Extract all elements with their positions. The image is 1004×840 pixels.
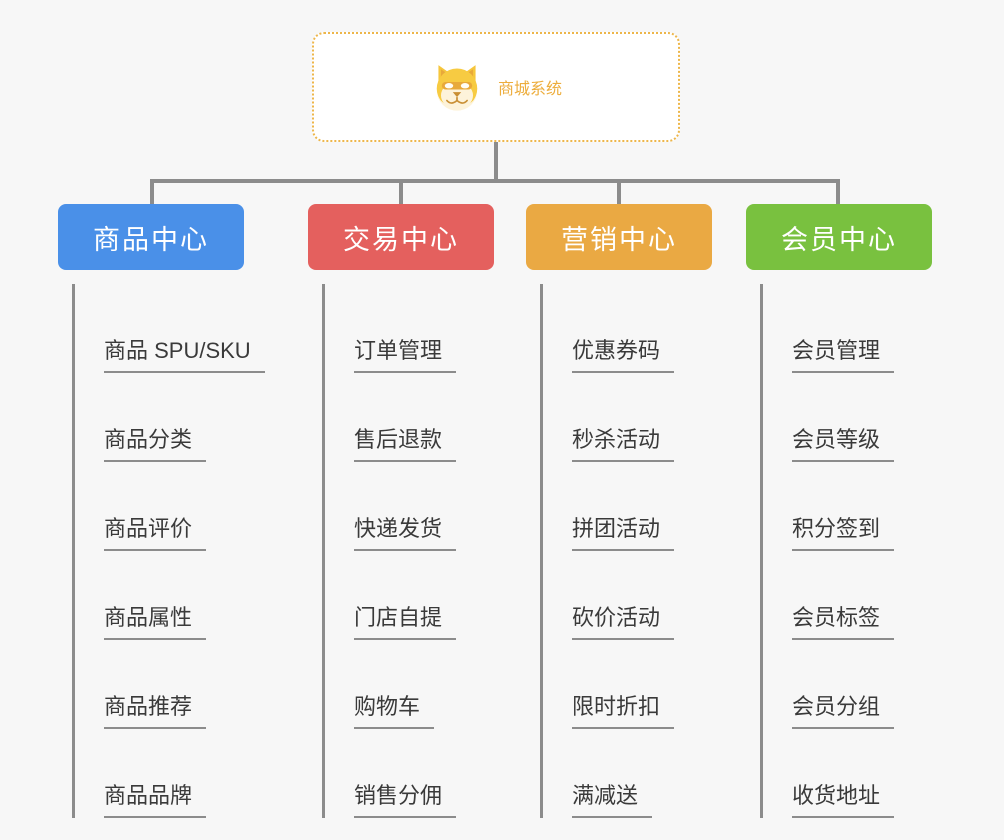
leaf-label: 会员分组 xyxy=(792,696,895,729)
list-item[interactable]: 商品品牌 xyxy=(72,729,244,818)
leaf-label: 购物车 xyxy=(354,696,435,729)
column-spine-3 xyxy=(760,284,763,818)
leaf-label: 会员管理 xyxy=(792,340,895,373)
category-label-3: 会员中心 xyxy=(781,224,897,255)
category-label-1: 交易中心 xyxy=(343,224,459,255)
leaf-list-2: 优惠券码 秒杀活动 拼团活动 砍价活动 限时折扣 满减送 xyxy=(526,284,712,818)
shiba-dog-icon xyxy=(436,65,478,111)
list-item[interactable]: 拼团活动 xyxy=(540,462,712,551)
category-header-0[interactable]: 商品中心 xyxy=(58,204,244,270)
connector-branch-1 xyxy=(399,179,403,206)
list-item[interactable]: 商品分类 xyxy=(72,373,244,462)
list-item[interactable]: 秒杀活动 xyxy=(540,373,712,462)
leaf-label: 收货地址 xyxy=(792,785,895,818)
column-spine-1 xyxy=(322,284,325,818)
leaf-label: 售后退款 xyxy=(354,429,457,462)
leaf-list-1: 订单管理 售后退款 快递发货 门店自提 购物车 销售分佣 xyxy=(308,284,494,818)
leaf-label: 订单管理 xyxy=(354,340,457,373)
category-label-2: 营销中心 xyxy=(561,224,677,255)
list-item[interactable]: 售后退款 xyxy=(322,373,494,462)
column-spine-2 xyxy=(540,284,543,818)
leaf-label: 积分签到 xyxy=(792,518,895,551)
connector-horizontal-bus xyxy=(150,179,840,183)
category-header-1[interactable]: 交易中心 xyxy=(308,204,494,270)
connector-root-stem xyxy=(494,142,498,182)
leaf-label: 销售分佣 xyxy=(354,785,457,818)
category-column-2: 营销中心 优惠券码 秒杀活动 拼团活动 砍价活动 限时折扣 满减送 xyxy=(526,204,712,818)
leaf-label: 商品属性 xyxy=(104,607,207,640)
list-item[interactable]: 购物车 xyxy=(322,640,494,729)
leaf-list-0: 商品 SPU/SKU 商品分类 商品评价 商品属性 商品推荐 商品品牌 xyxy=(58,284,265,818)
list-item[interactable]: 优惠券码 xyxy=(540,284,712,373)
list-item[interactable]: 满减送 xyxy=(540,729,712,818)
connector-branch-2 xyxy=(617,179,621,206)
leaf-label: 快递发货 xyxy=(354,518,457,551)
connector-branch-0 xyxy=(150,179,154,206)
list-item[interactable]: 门店自提 xyxy=(322,551,494,640)
list-item[interactable]: 商品评价 xyxy=(72,462,244,551)
leaf-label: 商品评价 xyxy=(104,518,207,551)
column-spine-0 xyxy=(72,284,75,818)
list-item[interactable]: 会员标签 xyxy=(760,551,932,640)
leaf-label: 商品推荐 xyxy=(104,696,207,729)
leaf-label: 砍价活动 xyxy=(572,607,675,640)
list-item[interactable]: 会员等级 xyxy=(760,373,932,462)
leaf-label: 优惠券码 xyxy=(572,340,675,373)
category-column-0: 商品中心 商品 SPU/SKU 商品分类 商品评价 商品属性 商品推荐 商品品牌 xyxy=(58,204,265,818)
leaf-label: 会员标签 xyxy=(792,607,895,640)
list-item[interactable]: 会员管理 xyxy=(760,284,932,373)
leaf-label: 限时折扣 xyxy=(572,696,675,729)
list-item[interactable]: 限时折扣 xyxy=(540,640,712,729)
category-column-3: 会员中心 会员管理 会员等级 积分签到 会员标签 会员分组 收货地址 xyxy=(746,204,932,818)
list-item[interactable]: 快递发货 xyxy=(322,462,494,551)
leaf-label: 秒杀活动 xyxy=(572,429,675,462)
leaf-label: 门店自提 xyxy=(354,607,457,640)
list-item[interactable]: 订单管理 xyxy=(322,284,494,373)
leaf-label: 商品品牌 xyxy=(104,785,207,818)
list-item[interactable]: 积分签到 xyxy=(760,462,932,551)
category-label-0: 商品中心 xyxy=(93,224,209,255)
list-item[interactable]: 会员分组 xyxy=(760,640,932,729)
list-item[interactable]: 销售分佣 xyxy=(322,729,494,818)
leaf-list-3: 会员管理 会员等级 积分签到 会员标签 会员分组 收货地址 xyxy=(746,284,932,818)
root-node[interactable]: 商城系统 xyxy=(312,32,680,142)
list-item[interactable]: 收货地址 xyxy=(760,729,932,818)
leaf-label: 会员等级 xyxy=(792,429,895,462)
root-title: 商城系统 xyxy=(497,81,562,98)
category-header-3[interactable]: 会员中心 xyxy=(746,204,932,270)
leaf-label: 商品 SPU/SKU xyxy=(104,340,265,373)
category-column-1: 交易中心 订单管理 售后退款 快递发货 门店自提 购物车 销售分佣 xyxy=(308,204,494,818)
leaf-label: 满减送 xyxy=(572,785,653,818)
leaf-label: 拼团活动 xyxy=(572,518,675,551)
leaf-label: 商品分类 xyxy=(104,429,207,462)
connector-branch-3 xyxy=(836,179,840,206)
list-item[interactable]: 商品属性 xyxy=(72,551,244,640)
list-item[interactable]: 商品 SPU/SKU xyxy=(72,284,265,373)
category-header-2[interactable]: 营销中心 xyxy=(526,204,712,270)
list-item[interactable]: 商品推荐 xyxy=(72,640,244,729)
list-item[interactable]: 砍价活动 xyxy=(540,551,712,640)
